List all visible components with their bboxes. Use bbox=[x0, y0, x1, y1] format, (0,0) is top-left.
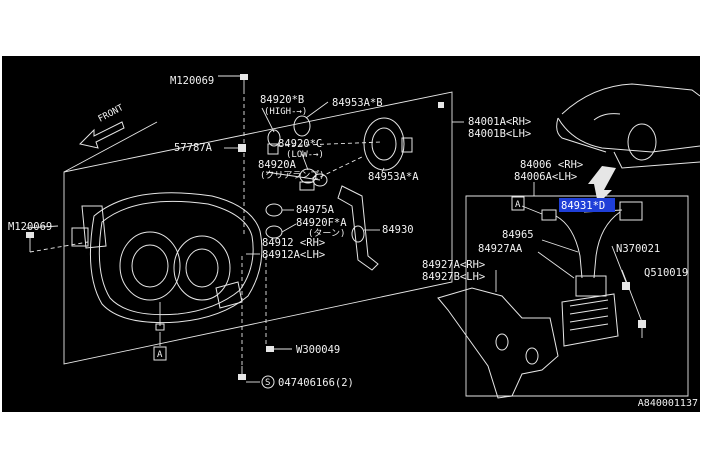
front-arrow-icon bbox=[79, 121, 125, 149]
label-84927aa[interactable]: 84927AA bbox=[478, 243, 523, 255]
label-n370021[interactable]: N370021 bbox=[616, 243, 660, 255]
reference-a-label-right: A bbox=[515, 200, 521, 210]
bolt-m120069-top-icon bbox=[240, 74, 248, 90]
assembly-box bbox=[63, 91, 453, 365]
label-84920c[interactable]: 84920*C bbox=[278, 138, 322, 150]
label-84927a[interactable]: 84927A<RH> bbox=[422, 259, 485, 271]
label-84953ab[interactable]: 84953A*B bbox=[332, 97, 383, 109]
headlamp-exploded-diagram: FRONT bbox=[25, 74, 700, 399]
bolt-q510019-icon bbox=[638, 320, 646, 338]
bulb-84920a bbox=[312, 173, 328, 187]
adjuster-rod bbox=[155, 302, 165, 331]
dash-line bbox=[277, 141, 383, 147]
label-84931d[interactable]: 84931*D bbox=[561, 200, 605, 212]
leader bbox=[281, 223, 297, 233]
label-s-circle: S bbox=[265, 378, 270, 388]
label-w300049[interactable]: W300049 bbox=[296, 344, 340, 356]
car-outline-icon bbox=[556, 83, 700, 169]
bolt-w300049-icon bbox=[266, 346, 274, 352]
dash-line bbox=[313, 155, 365, 181]
reference-a-box bbox=[153, 346, 167, 361]
label-84001b[interactable]: 84001B<LH> bbox=[468, 128, 531, 140]
module-84965 bbox=[561, 275, 619, 347]
leader bbox=[265, 171, 321, 181]
label-84920c-sub: (LOW-→) bbox=[286, 150, 324, 160]
label-84920b-sub: (HIGH-→) bbox=[264, 107, 307, 117]
harness-box bbox=[465, 195, 689, 397]
leader bbox=[621, 269, 643, 323]
label-84001a[interactable]: 84001A<RH> bbox=[468, 116, 531, 128]
label-84920f[interactable]: 84920F*A bbox=[296, 217, 347, 229]
label-84006[interactable]: 84006 <RH> bbox=[520, 159, 583, 171]
leader bbox=[541, 239, 579, 253]
bolt-047406166-icon bbox=[238, 366, 246, 380]
bulb-84920b bbox=[267, 129, 281, 155]
label-57787a[interactable]: 57787A bbox=[174, 142, 213, 154]
label-m120069-top[interactable]: M120069 bbox=[170, 75, 214, 87]
reference-a-label: A bbox=[157, 350, 163, 360]
leader bbox=[305, 101, 329, 119]
socket-84953ab bbox=[293, 115, 311, 137]
label-84927b[interactable]: 84927B<LH> bbox=[422, 271, 485, 283]
leader bbox=[25, 225, 59, 229]
label-84965[interactable]: 84965 bbox=[502, 229, 534, 241]
dash-line bbox=[29, 241, 89, 253]
connector-84931d bbox=[541, 201, 643, 279]
label-84920a-sub: (クリアランプ) bbox=[260, 170, 325, 181]
label-84920b[interactable]: 84920*B bbox=[260, 94, 304, 106]
parts-diagram-panel: FRONT bbox=[2, 56, 700, 412]
diagram-id: A840001137 bbox=[637, 398, 698, 409]
screw-top-right-icon bbox=[438, 102, 444, 108]
leader bbox=[301, 153, 309, 171]
leader bbox=[611, 245, 627, 283]
label-84920a[interactable]: 84920A bbox=[258, 159, 297, 171]
label-84912a[interactable]: 84912A<LH> bbox=[262, 249, 325, 261]
pointer-arrow-icon bbox=[588, 166, 616, 204]
leader bbox=[381, 167, 385, 173]
label-q510019[interactable]: Q510019 bbox=[644, 267, 688, 279]
label-m120069-left[interactable]: M120069 bbox=[8, 221, 52, 233]
label-84930[interactable]: 84930 bbox=[382, 224, 414, 236]
headlamp-housing bbox=[71, 192, 263, 324]
bolt-m120069-left-icon bbox=[26, 232, 34, 252]
nut-n370021-icon bbox=[622, 282, 630, 290]
label-84006a[interactable]: 84006A<LH> bbox=[514, 171, 577, 183]
box-edge bbox=[63, 121, 158, 173]
highlight-84931d bbox=[559, 198, 615, 212]
label-84920f-sub: (ターン) bbox=[308, 228, 345, 239]
bolt-57787a-icon bbox=[238, 144, 246, 152]
cover-84953aa bbox=[363, 117, 413, 171]
bracket-84927 bbox=[437, 287, 559, 399]
reference-a-box-right bbox=[511, 196, 525, 211]
s-circle-icon bbox=[261, 375, 275, 389]
leader bbox=[537, 251, 575, 279]
label-047406166[interactable]: 047406166(2) bbox=[278, 377, 354, 389]
leader bbox=[261, 107, 275, 133]
label-84953aa[interactable]: 84953A*A bbox=[368, 171, 419, 183]
label-84912[interactable]: 84912 <RH> bbox=[262, 237, 325, 249]
bracket-84930 bbox=[337, 185, 379, 271]
label-84975a[interactable]: 84975A bbox=[296, 204, 335, 216]
diagram-labels: M120069 84920*B (HIGH-→) 84953A*B 84001A… bbox=[8, 75, 688, 389]
leader bbox=[521, 205, 543, 215]
